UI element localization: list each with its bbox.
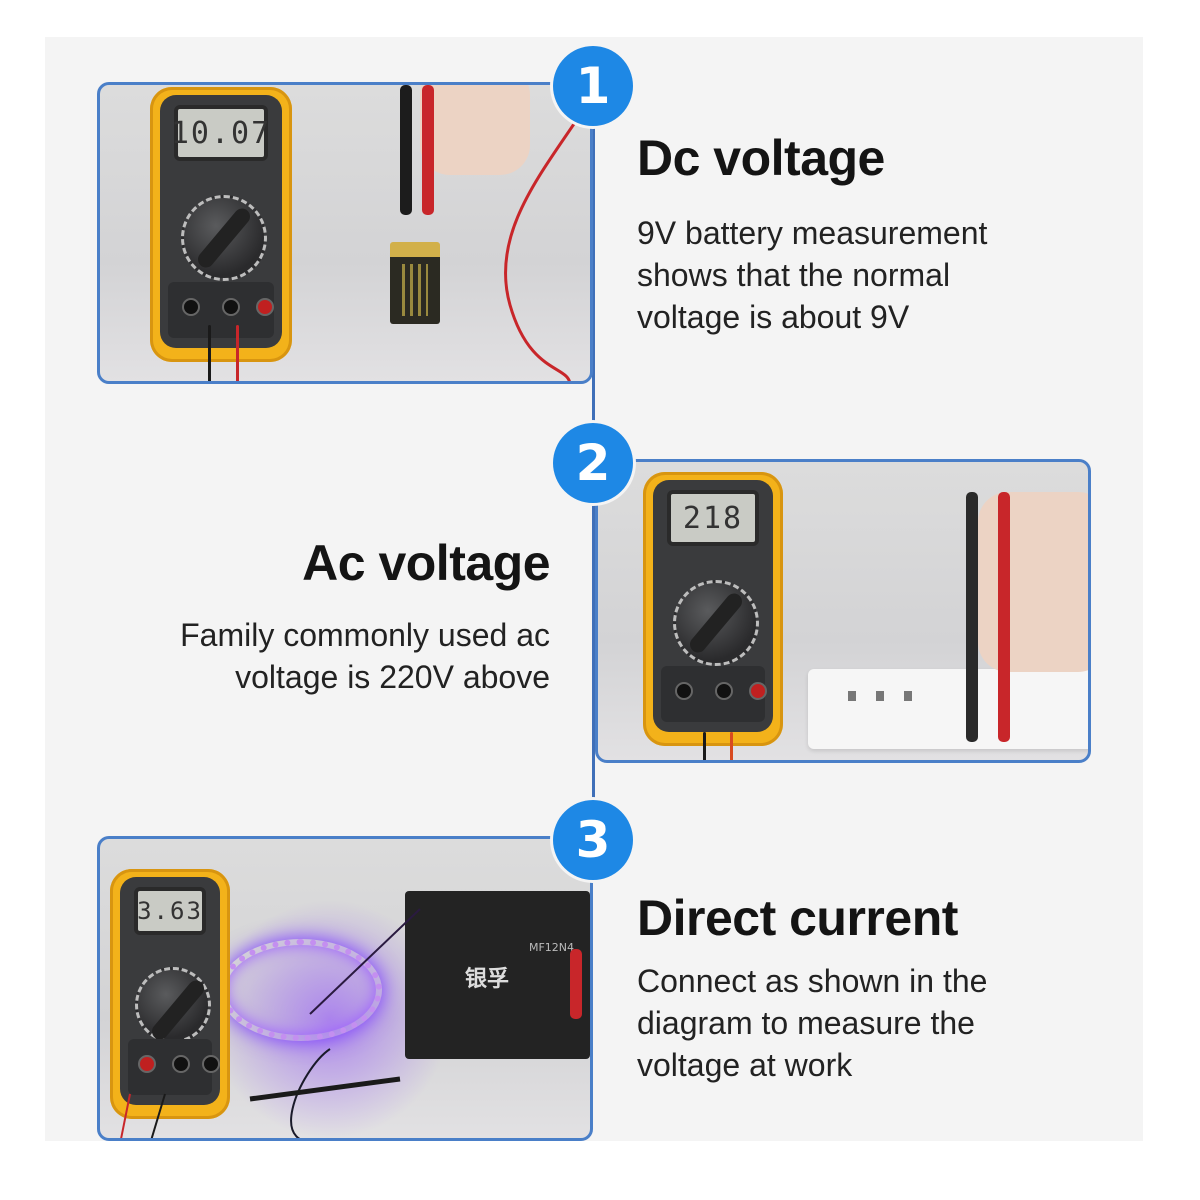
step-2-title: Ac voltage bbox=[302, 535, 550, 591]
step-1-description: 9V battery measurement shows that the no… bbox=[637, 215, 988, 335]
step-3-photo: 3.63 MF12N4 银孚 bbox=[97, 836, 593, 1141]
step-3-title: Direct current bbox=[637, 890, 958, 946]
input-jacks bbox=[128, 1039, 220, 1095]
step-2-photo: 218 bbox=[595, 459, 1091, 763]
red-probe bbox=[422, 85, 434, 215]
red-test-lead bbox=[730, 732, 733, 760]
step-2-description: Family commonly used ac voltage is 220V … bbox=[180, 617, 550, 695]
meter-display: 218 bbox=[667, 490, 759, 546]
multimeter: 3.63 bbox=[110, 869, 230, 1119]
input-jacks bbox=[168, 282, 274, 338]
black-test-lead bbox=[703, 732, 706, 760]
rotary-dial-icon bbox=[181, 195, 267, 281]
step-1-title: Dc voltage bbox=[637, 130, 885, 186]
test-leads bbox=[120, 908, 421, 1138]
step-3-description: Connect as shown in the diagram to measu… bbox=[637, 963, 988, 1083]
multimeter: 218 bbox=[643, 472, 783, 746]
input-jacks bbox=[661, 666, 767, 722]
meter-display: 3.63 bbox=[134, 887, 206, 935]
step-2-badge: 2 bbox=[553, 423, 633, 503]
red-test-lead bbox=[236, 325, 239, 381]
black-probe bbox=[400, 85, 412, 215]
rotary-dial-icon bbox=[135, 967, 211, 1043]
step-1-photo: 10.07 bbox=[97, 82, 593, 384]
meter-display: 10.07 bbox=[171, 105, 269, 161]
hand bbox=[978, 492, 1088, 672]
car-battery: MF12N4 银孚 bbox=[405, 891, 590, 1059]
step-1-badge: 1 bbox=[553, 46, 633, 126]
9v-battery bbox=[390, 242, 440, 324]
black-test-lead bbox=[208, 325, 211, 381]
red-probe bbox=[998, 492, 1010, 742]
step-3-badge: 3 bbox=[553, 800, 633, 880]
hand bbox=[420, 85, 530, 175]
red-probe bbox=[570, 949, 582, 1019]
black-probe bbox=[966, 492, 978, 742]
multimeter: 10.07 bbox=[150, 87, 292, 362]
rotary-dial-icon bbox=[673, 580, 759, 666]
power-strip bbox=[808, 669, 1088, 749]
red-wire bbox=[504, 115, 582, 381]
